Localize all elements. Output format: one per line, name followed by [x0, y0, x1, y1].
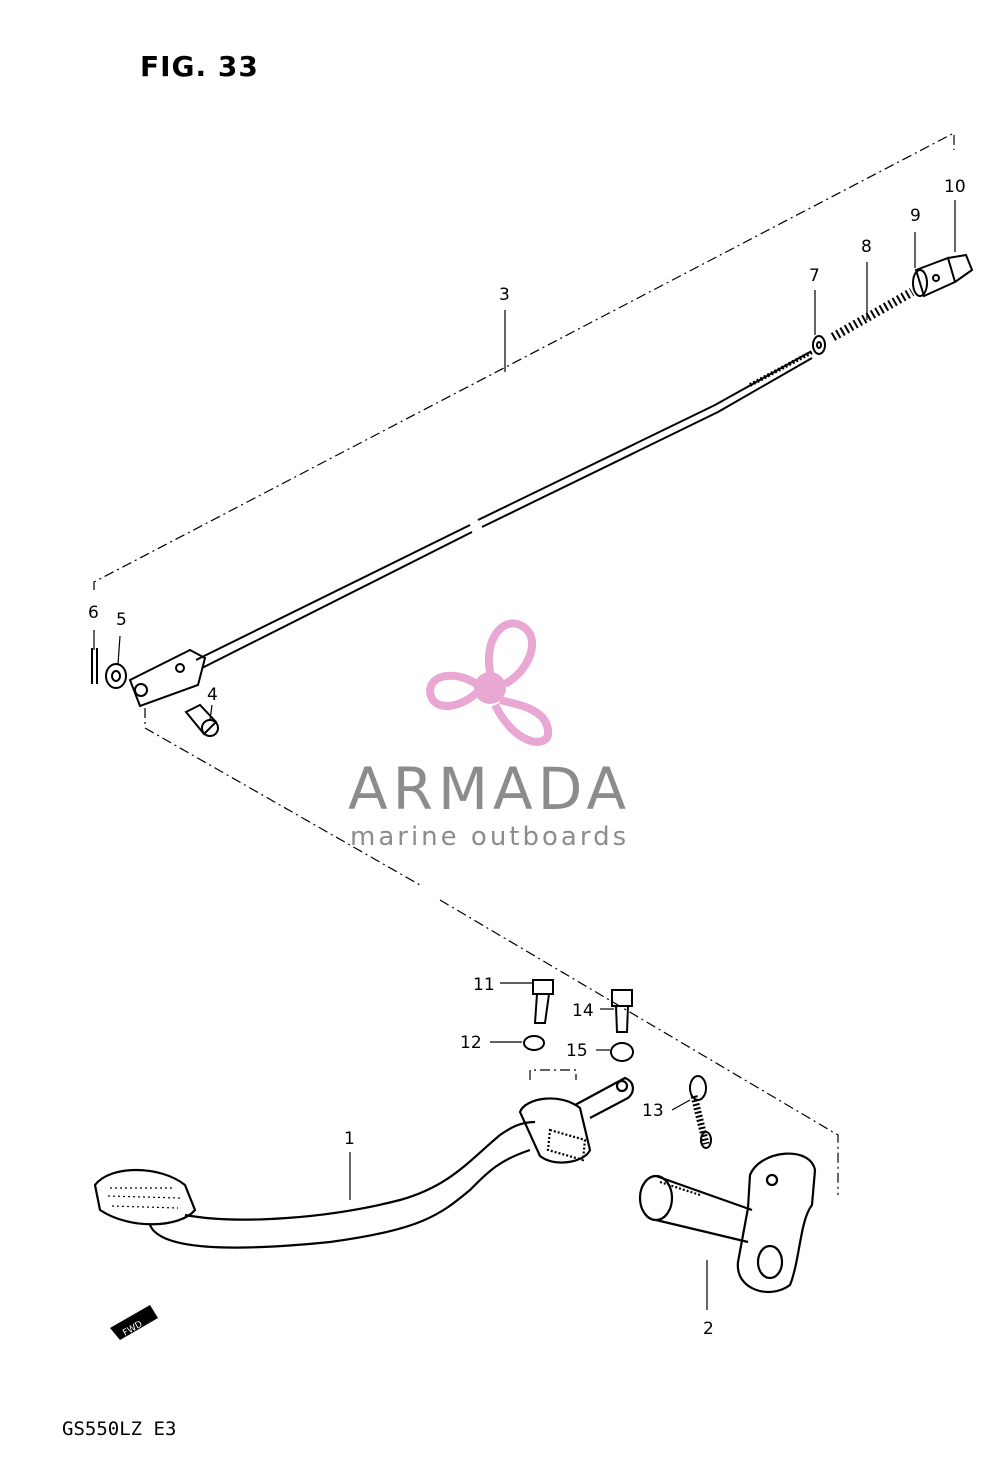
callout-15: 15: [566, 1041, 588, 1061]
rod-joint: [912, 256, 957, 298]
bolt-11: [532, 979, 554, 1024]
reference-line-mid: [144, 708, 421, 886]
pedal-arm-lower: [148, 1148, 531, 1249]
brake-rod-segment-lower: [195, 524, 471, 661]
callout-12: 12: [460, 1033, 482, 1053]
armada-propeller-logo: [425, 619, 552, 746]
brake-rod-segment-upper: [477, 351, 811, 521]
pedal-spline: [546, 1128, 587, 1162]
reference-line-bottom: [439, 899, 839, 1195]
propeller-hub: [474, 672, 506, 704]
nut-15: [610, 1042, 634, 1062]
pedal-lever-hole: [615, 1079, 629, 1093]
lever-pin-hole: [765, 1173, 779, 1187]
forward-arrow-icon: [110, 1305, 158, 1340]
clevis-hole: [134, 683, 148, 697]
callout-10: 10: [944, 177, 966, 197]
propeller-blade-right: [491, 696, 552, 746]
callout-5: 5: [116, 610, 127, 630]
reference-line-bracket: [529, 1069, 577, 1080]
leader-lines: [93, 200, 956, 1310]
clevis-pin: [184, 703, 219, 737]
brake-rod: [128, 350, 813, 708]
reference-lines: [93, 132, 955, 1195]
nut-12: [523, 1035, 545, 1051]
adjuster-nut: [947, 253, 974, 283]
pedal-pad-texture: [107, 1187, 181, 1209]
return-spring-8: [830, 288, 915, 341]
propeller-blade-left: [425, 671, 481, 710]
brake-rod-edge-lower: [201, 531, 473, 669]
bolt-14: [611, 989, 633, 1033]
callout-8: 8: [861, 237, 872, 257]
pedal-pad: [93, 1169, 197, 1226]
model-code: GS550LZ E3: [62, 1418, 177, 1440]
callout-7: 7: [809, 266, 820, 286]
pedal-boss: [518, 1097, 592, 1164]
watermark-tagline: marine outboards: [350, 822, 630, 852]
lever-arm: [736, 1152, 817, 1294]
callout-6: 6: [88, 603, 99, 623]
propeller-blade-top: [484, 619, 537, 688]
spring-13: [689, 1075, 712, 1149]
shaft-spline: [659, 1180, 701, 1197]
callout-9: 9: [910, 206, 921, 226]
brake-rod-edge-upper: [481, 357, 813, 528]
cotter-pin: [91, 648, 98, 684]
callout-13: 13: [642, 1101, 664, 1121]
pedal-arm-upper: [184, 1120, 536, 1221]
watermark-brand: ARMADA: [348, 755, 632, 823]
shaft-end: [638, 1174, 674, 1222]
pedal-arm-lever: [574, 1076, 634, 1119]
callout-2: 2: [703, 1319, 714, 1339]
clevis: [128, 648, 207, 708]
callout-1: 1: [344, 1129, 355, 1149]
callout-3: 3: [499, 285, 510, 305]
callout-4: 4: [207, 685, 218, 705]
washer-7: [812, 335, 826, 355]
reference-line-top: [93, 132, 955, 590]
callout-labels: 1 2 3 4 5 6 7 8 9 10 11 12 13 14 15: [88, 177, 966, 1339]
callout-11: 11: [473, 975, 495, 995]
figure-title: FIG. 33: [140, 50, 259, 83]
forward-arrow: FWD: [110, 1305, 158, 1340]
brake-shaft-lever: [638, 1152, 817, 1294]
lever-hole: [756, 1244, 784, 1280]
clevis-hole-2: [175, 663, 185, 673]
callout-14: 14: [572, 1001, 594, 1021]
brake-pedal: [93, 1076, 634, 1249]
shaft-body: [655, 1174, 753, 1244]
washer-5: [105, 663, 127, 689]
